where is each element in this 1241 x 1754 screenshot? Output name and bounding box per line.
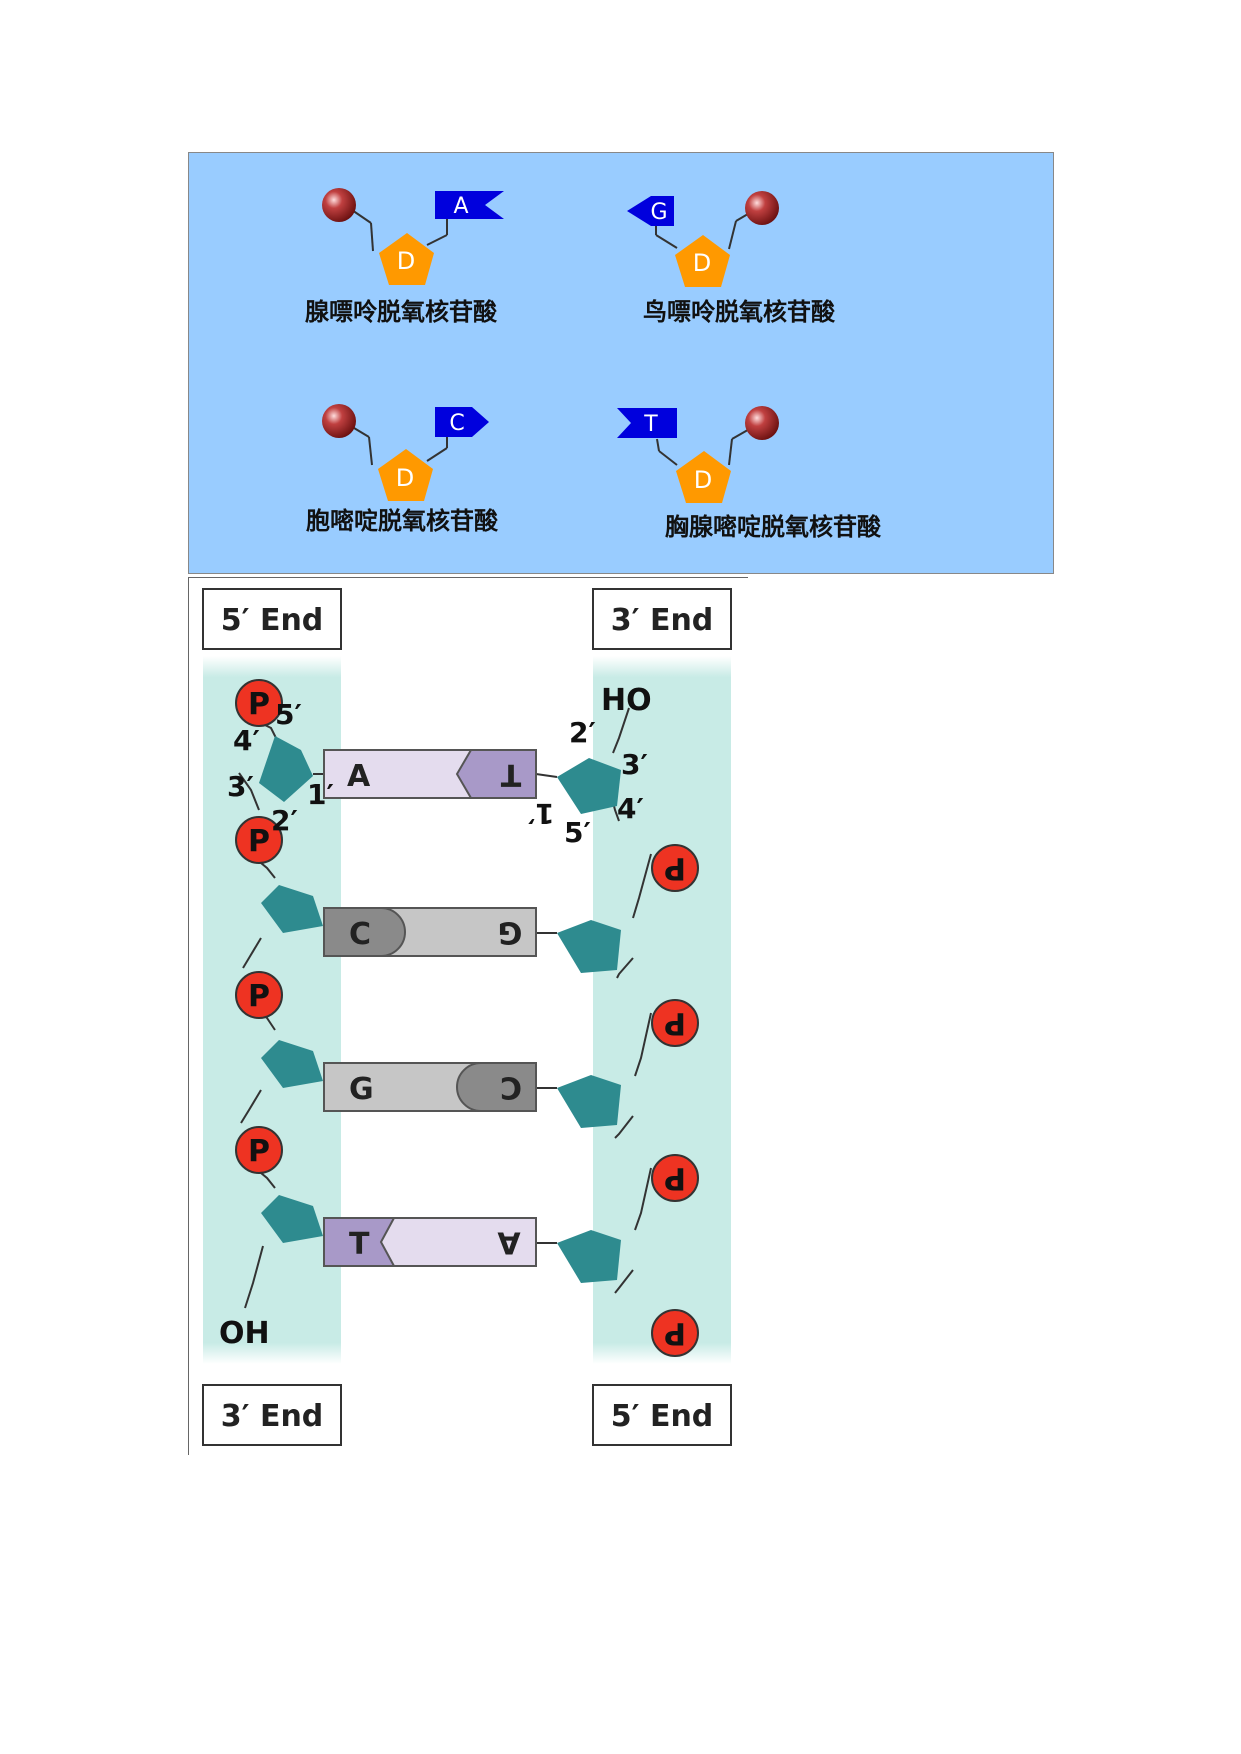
- svg-text:1′: 1′: [528, 797, 555, 830]
- nucleotide-name: 鸟嘌呤脱氧核苷酸: [643, 297, 836, 326]
- base-pair-1-left: A: [347, 759, 371, 794]
- base-label: T: [643, 412, 658, 437]
- svg-text:3′ End: 3′ End: [611, 603, 714, 638]
- right-terminal-ho: HO: [601, 683, 652, 718]
- end-label-bottom-right: 5′ End: [592, 1384, 732, 1446]
- base-label: G: [650, 200, 667, 225]
- svg-text:1′: 1′: [307, 778, 334, 811]
- nucleotide-name: 胞嘧啶脱氧核苷酸: [306, 506, 499, 535]
- svg-text:P: P: [248, 824, 270, 859]
- svg-text:4′: 4′: [233, 724, 260, 757]
- svg-text:5′ End: 5′ End: [611, 1399, 714, 1434]
- svg-text:P: P: [664, 1316, 686, 1351]
- nucleotide-name: 腺嘌呤脱氧核苷酸: [305, 297, 498, 326]
- phosphate-ball: [322, 404, 356, 438]
- base-flag: [627, 196, 674, 226]
- svg-text:2′: 2′: [271, 804, 298, 837]
- right-phosphate-3: P: [651, 1154, 699, 1202]
- right-phosphates: P P P P: [651, 844, 699, 1357]
- right-carbon-labels: 2′ 3′ 4′ 5′ 1′: [528, 716, 648, 849]
- base-pair-3-left: G: [349, 1072, 374, 1107]
- svg-text:4′: 4′: [617, 792, 644, 825]
- base-pair-1: A T: [323, 749, 537, 799]
- nucleotide-diagram: D A 腺嘌呤脱氧核苷酸 D G 鸟嘌呤脱氧核苷酸 D: [305, 188, 882, 541]
- sugar-label: D: [693, 249, 711, 277]
- nucleotide-name: 胸腺嘧啶脱氧核苷酸: [665, 512, 882, 541]
- sugar-label: D: [694, 466, 712, 494]
- svg-text:P: P: [664, 1161, 686, 1196]
- base-label: A: [453, 194, 468, 219]
- right-phosphate-2: P: [651, 999, 699, 1047]
- right-sugar-3: [557, 1075, 621, 1128]
- left-phosphate-3: P: [235, 971, 283, 1019]
- left-carbon-labels: 5′ 4′ 3′ 1′ 2′: [227, 698, 334, 837]
- base-flag: [435, 407, 489, 437]
- phosphate-ball: [322, 188, 356, 222]
- deoxyribose-pentagon: [378, 449, 433, 501]
- left-sugar-1: [259, 736, 313, 802]
- left-sugar-2: [261, 885, 323, 933]
- dna-double-strand-diagram: 5′ End 3′ End 3′ End 5′ End: [202, 588, 732, 1446]
- base-pair-4-left: T: [349, 1227, 370, 1262]
- phosphate-ball: [745, 191, 779, 225]
- deoxyribose-pentagon: [676, 451, 731, 503]
- sugar-label: D: [397, 247, 415, 275]
- nucleotide-cytosine: D C 胞嘧啶脱氧核苷酸: [306, 404, 499, 535]
- left-sugar-3: [261, 1040, 323, 1088]
- left-phosphate-4: P: [235, 1126, 283, 1174]
- base-pair-3: G C: [323, 1062, 537, 1112]
- nucleotide-adenine: D A 腺嘌呤脱氧核苷酸: [305, 188, 504, 326]
- svg-text:P: P: [248, 1134, 270, 1169]
- right-sugar-4: [557, 1230, 621, 1283]
- right-phosphate-1: P: [651, 844, 699, 892]
- phosphate-ball: [745, 406, 779, 440]
- base-pair-2: C G: [323, 907, 537, 957]
- end-label-top-right: 3′ End: [592, 588, 732, 650]
- dna-panel: 5′ End 3′ End 3′ End 5′ End: [188, 577, 748, 1455]
- left-terminal-oh: OH: [219, 1316, 270, 1351]
- sugar-label: D: [396, 464, 414, 492]
- end-label-bottom-left: 3′ End: [202, 1384, 342, 1446]
- svg-text:P: P: [248, 687, 270, 722]
- svg-text:P: P: [664, 1006, 686, 1041]
- base-pair-3-right: C: [500, 1070, 522, 1105]
- deoxyribose-pentagon: [675, 235, 730, 287]
- svg-text:3′: 3′: [227, 770, 254, 803]
- left-phosphate-1: P: [235, 679, 283, 727]
- left-sugar-4: [261, 1195, 323, 1243]
- svg-text:3′ End: 3′ End: [221, 1399, 324, 1434]
- svg-text:5′ End: 5′ End: [221, 603, 324, 638]
- svg-text:5′: 5′: [275, 698, 302, 731]
- base-pair-4: T A: [323, 1217, 537, 1267]
- right-sugars: [557, 758, 621, 1283]
- nucleotide-guanine: D G 鸟嘌呤脱氧核苷酸: [627, 191, 836, 326]
- base-pair-2-left: C: [349, 917, 371, 952]
- end-label-top-left: 5′ End: [202, 588, 342, 650]
- svg-text:2′: 2′: [569, 716, 596, 749]
- base-pair-1-right: T: [500, 757, 521, 792]
- svg-text:3′: 3′: [621, 748, 648, 781]
- right-sugar-2: [557, 920, 621, 973]
- left-phosphates: P P P P: [235, 679, 283, 1174]
- svg-text:P: P: [664, 851, 686, 886]
- right-phosphate-4: P: [651, 1309, 699, 1357]
- base-pair-4-right: A: [497, 1225, 521, 1260]
- right-sugar-1: [557, 758, 621, 814]
- deoxyribose-pentagon: [379, 233, 434, 285]
- nucleotide-thymine: D T 胸腺嘧啶脱氧核苷酸: [617, 406, 882, 541]
- base-pair-2-right: G: [498, 915, 523, 950]
- left-phosphate-2: P: [235, 816, 283, 864]
- base-flag: [617, 408, 677, 438]
- base-flag: [435, 191, 504, 219]
- base-label: C: [449, 411, 464, 436]
- left-sugars: [259, 736, 323, 1243]
- svg-text:P: P: [248, 979, 270, 1014]
- svg-text:5′: 5′: [564, 816, 591, 849]
- nucleotide-panel: D A 腺嘌呤脱氧核苷酸 D G 鸟嘌呤脱氧核苷酸 D: [188, 152, 1054, 574]
